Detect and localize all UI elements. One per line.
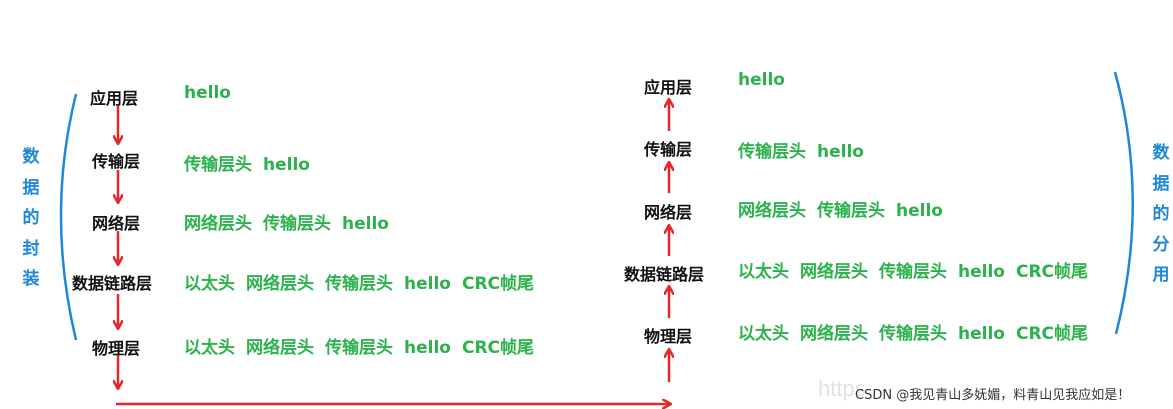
right-content-token: hello — [817, 142, 864, 162]
left-layer-label-application: 应用层 — [90, 89, 139, 108]
side-label-char: 的 — [22, 208, 40, 228]
side-label-char: 据 — [1152, 173, 1170, 194]
left-layer-label-physical: 物理层 — [92, 339, 141, 358]
left-layer-content-network: 网络层头传输层头 hello — [184, 209, 400, 234]
left-brace — [59, 93, 78, 341]
watermark-ghost-text: https — [818, 376, 866, 401]
left-layer-content-datalink: 以太头网络层头传输层头 hello CRC帧尾 — [184, 269, 545, 294]
side-label-char: 据 — [22, 177, 40, 198]
side-label-char: 分 — [1152, 234, 1170, 255]
left-content-token: hello — [404, 338, 451, 358]
left-content-token: hello — [342, 214, 389, 234]
right-content-token: CRC帧尾 — [1015, 324, 1089, 344]
left-content-token: hello — [263, 155, 310, 175]
left-content-token: 网络层头 — [246, 274, 314, 294]
right-layer-content-transport: 传输层头 hello — [738, 137, 875, 162]
left-content-token: 传输层头 — [184, 155, 252, 175]
right-layer-content-application: hello — [738, 70, 796, 90]
left-layer-content-application: hello — [184, 83, 242, 103]
right-layer-label-transport: 传输层 — [644, 140, 693, 159]
right-layer-label-datalink: 数据链路层 — [624, 265, 705, 284]
left-content-token: CRC帧尾 — [461, 274, 535, 294]
decapsulation-side-label: 数据的分用 — [1152, 138, 1170, 291]
right-content-token: 传输层头 — [738, 142, 806, 162]
right-layer-label-application: 应用层 — [644, 78, 693, 97]
right-content-token: 传输层头 — [817, 201, 885, 221]
csdn-watermark: CSDN @我见青山多妩媚，料青山见我应如是！ — [855, 388, 1131, 403]
left-content-token: hello — [404, 274, 451, 294]
right-content-token: 网络层头 — [800, 262, 868, 282]
left-content-token: 传输层头 — [325, 338, 393, 358]
right-content-token: CRC帧尾 — [1015, 262, 1089, 282]
right-content-token: hello — [958, 324, 1005, 344]
side-label-char: 装 — [22, 269, 40, 289]
side-label-char: 封 — [22, 238, 40, 259]
right-content-token: 传输层头 — [879, 262, 947, 282]
left-layer-content-physical: 以太头网络层头传输层头 hello CRC帧尾 — [184, 333, 545, 358]
right-content-token: 网络层头 — [800, 324, 868, 344]
cropped-top-text: · · · · · — [10, 0, 53, 8]
right-content-token: 传输层头 — [879, 324, 947, 344]
right-brace — [1113, 71, 1134, 335]
side-label-char: 用 — [1152, 265, 1170, 285]
right-layer-label-physical: 物理层 — [644, 327, 693, 346]
right-content-token: 以太头 — [738, 324, 789, 344]
left-content-token: 以太头 — [184, 338, 235, 358]
encapsulation-side-label: 数据的封装 — [21, 142, 41, 295]
right-content-token: hello — [958, 262, 1005, 282]
left-layer-content-transport: 传输层头 hello — [184, 150, 321, 175]
right-layer-content-physical: 以太头网络层头传输层头 hello CRC帧尾 — [738, 319, 1099, 344]
left-content-token: 传输层头 — [325, 274, 393, 294]
right-layer-content-datalink: 以太头网络层头传输层头 hello CRC帧尾 — [738, 257, 1099, 282]
left-layer-label-datalink: 数据链路层 — [72, 274, 153, 293]
right-layer-label-network: 网络层 — [644, 203, 693, 222]
side-label-char: 数 — [22, 147, 40, 167]
right-content-token: hello — [896, 201, 943, 221]
left-content-token: 以太头 — [184, 274, 235, 294]
left-content-token: 传输层头 — [263, 214, 331, 234]
left-content-token: CRC帧尾 — [461, 338, 535, 358]
left-content-token: 网络层头 — [184, 214, 252, 234]
left-layer-label-network: 网络层 — [92, 214, 141, 233]
left-content-token: hello — [184, 83, 231, 103]
right-layer-content-network: 网络层头传输层头 hello — [738, 196, 954, 221]
left-layer-label-transport: 传输层 — [92, 152, 141, 171]
side-label-char: 数 — [1152, 143, 1170, 163]
right-content-token: 网络层头 — [738, 201, 806, 221]
right-content-token: hello — [738, 70, 785, 90]
right-content-token: 以太头 — [738, 262, 789, 282]
side-label-char: 的 — [1152, 204, 1170, 224]
left-content-token: 网络层头 — [246, 338, 314, 358]
